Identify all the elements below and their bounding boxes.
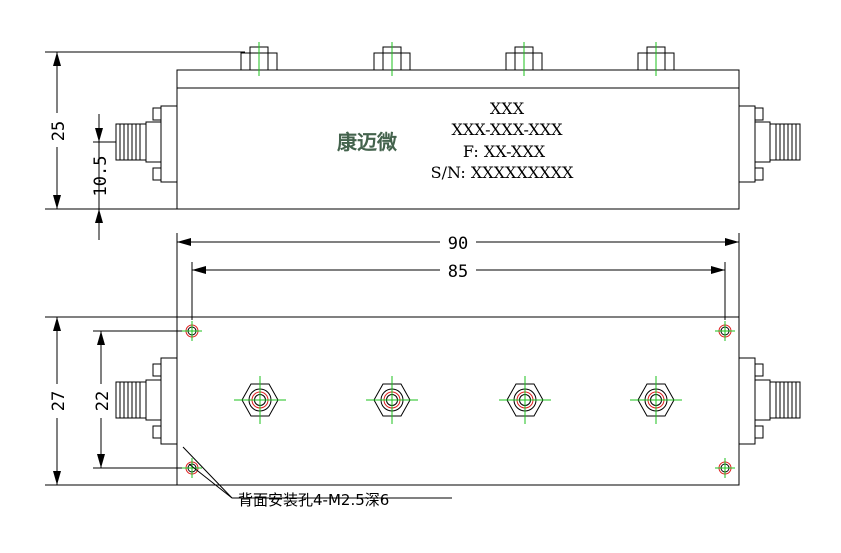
- dim-length-value: 90: [448, 234, 468, 254]
- top-view: 康迈微 XXX XXX-XXX-XXX F: XX-XXX S/N: XXXXX…: [45, 42, 801, 240]
- mounting-hole-callout: 背面安装孔4-M2.5深6: [182, 446, 452, 509]
- bottom-right-sma-connector: [738, 357, 801, 445]
- brand-logo: 康迈微: [337, 130, 397, 154]
- top-tuning-screws: [240, 42, 675, 76]
- label-line-1: XXX: [490, 99, 525, 118]
- bottom-body-outline: [176, 316, 740, 486]
- dim-hole-span: 22: [90, 330, 192, 469]
- dim-width-value: 27: [49, 391, 69, 411]
- dim-length: 90: [176, 232, 740, 317]
- dim-height-value: 25: [49, 121, 69, 141]
- top-right-sma-connector: [738, 105, 801, 183]
- dim-hole-span-value: 22: [93, 391, 113, 411]
- mounting-holes: [182, 321, 735, 478]
- dim-connector-value: 10.5: [91, 156, 111, 197]
- label-line-3: F: XX-XXX: [463, 142, 546, 161]
- bottom-left-sma-connector: [115, 357, 178, 445]
- callout-text: 背面安装孔4-M2.5深6: [238, 491, 389, 509]
- dim-hole-pitch-value: 85: [448, 262, 468, 282]
- dim-height: 25: [45, 51, 245, 210]
- top-left-sma-connector: [115, 105, 178, 183]
- label-line-4: S/N: XXXXXXXXX: [431, 163, 574, 182]
- dim-connector-height: 10.5: [91, 114, 116, 240]
- bottom-tuning-screws: [234, 376, 682, 424]
- dim-width: 27: [45, 316, 177, 486]
- label-line-2: XXX-XXX-XXX: [451, 120, 563, 139]
- bottom-view: 90 85 27: [45, 232, 801, 509]
- dim-hole-pitch: 85: [191, 260, 726, 320]
- top-body-outline: [176, 69, 740, 210]
